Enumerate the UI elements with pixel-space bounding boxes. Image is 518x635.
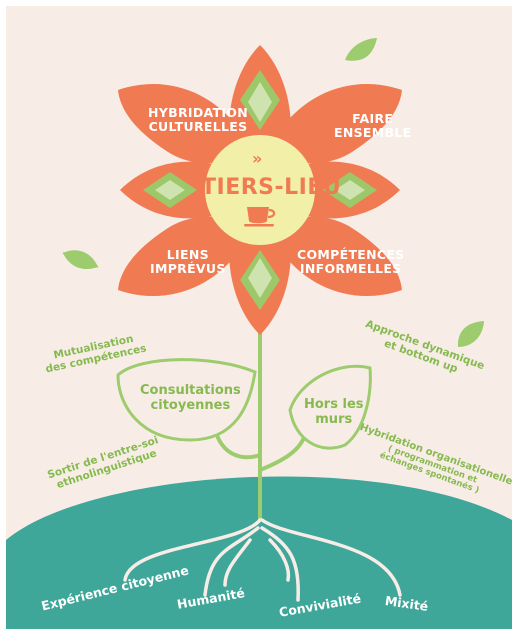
ground-hill [6,476,512,629]
petal-bottom-left-label: LIENS IMPRÉVUS [150,247,226,277]
petal-top-right-line-1: FAIRE [352,111,394,126]
chevron-icon: » [252,149,263,168]
petal-bottom-right-line-2: INFORMELLES [299,261,402,277]
petal-top-left-line-2: CULTURELLES [148,119,248,135]
petal-top-right-label: FAIRE ENSEMBLE [334,111,412,141]
leaf-right-line-2: murs [315,411,353,427]
coffee-cup-icon [244,207,276,227]
petal-top-right-line-2: ENSEMBLE [334,125,412,141]
floating-leaf-right [457,321,484,347]
leaf-right-label: Hors les murs [304,397,364,428]
stem-leaf-right [288,364,372,450]
roots [123,518,402,602]
leaf-left-line-1: Consultations [140,383,241,398]
stem-leaf-left [116,358,257,442]
petal-bottom-right-label: COMPÉTENCES INFORMELLES [297,247,405,277]
leaf-left-label: Consultations citoyennes [140,383,241,414]
petal-top-left-label: HYBRIDATION CULTURELLES [148,105,248,135]
petal-bottom-left-line-2: IMPRÉVUS [150,261,226,277]
leaf-right-line-1: Hors les [304,397,364,412]
petal-top-left-line-1: HYBRIDATION [148,105,248,120]
leaf-left-line-2: citoyennes [150,397,231,413]
petal-bottom-left-line-1: LIENS [166,247,209,262]
petal-bottom-right-line-1: COMPÉTENCES [297,247,405,262]
floating-leaf-top-right [345,38,377,61]
flower-petals [118,45,402,335]
center-title: TIERS-LIEU [201,175,342,200]
floating-leaf-left [62,250,99,270]
